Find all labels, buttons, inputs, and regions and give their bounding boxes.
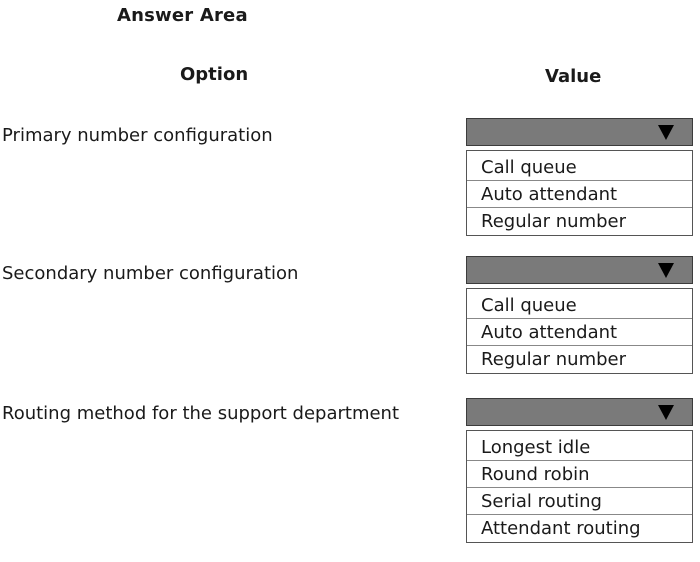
dropdown-option[interactable]: Regular number (481, 349, 627, 370)
dropdown-option[interactable]: Round robin (467, 461, 692, 488)
triangle-down-icon[interactable] (658, 263, 674, 278)
triangle-down-icon[interactable] (658, 125, 674, 140)
dropdown-option[interactable]: Auto attendant (467, 181, 692, 208)
dropdown-options: Longest idle Round robin Serial routing … (466, 430, 693, 543)
dropdown-option[interactable]: Longest idle (467, 434, 692, 461)
dropdown-options: Call queue Auto attendant Regular number (466, 288, 693, 374)
dropdown-option[interactable]: Call queue (467, 292, 692, 319)
dropdown-header[interactable] (466, 398, 693, 426)
value-column-header: Value (545, 66, 602, 87)
row-label-secondary: Secondary number configuration (2, 263, 299, 284)
dropdown-option[interactable]: Auto attendant (467, 319, 692, 346)
dropdown-secondary[interactable]: Call queue Auto attendant Regular number (466, 256, 693, 374)
dropdown-option[interactable]: Call queue (467, 154, 692, 181)
dropdown-header[interactable] (466, 118, 693, 146)
triangle-down-icon[interactable] (658, 405, 674, 420)
dropdown-option[interactable]: Serial routing (467, 488, 692, 515)
row-label-primary: Primary number configuration (2, 125, 273, 146)
dropdown-option[interactable]: Attendant routing (481, 518, 641, 539)
dropdown-routing-method[interactable]: Longest idle Round robin Serial routing … (466, 398, 693, 543)
answer-area-title: Answer Area (117, 5, 248, 26)
option-column-header: Option (180, 64, 249, 85)
dropdown-option[interactable]: Regular number (481, 211, 627, 232)
dropdown-header[interactable] (466, 256, 693, 284)
dropdown-options: Call queue Auto attendant Regular number (466, 150, 693, 236)
row-label-routing-method: Routing method for the support departmen… (2, 403, 400, 424)
dropdown-primary[interactable]: Call queue Auto attendant Regular number (466, 118, 693, 236)
